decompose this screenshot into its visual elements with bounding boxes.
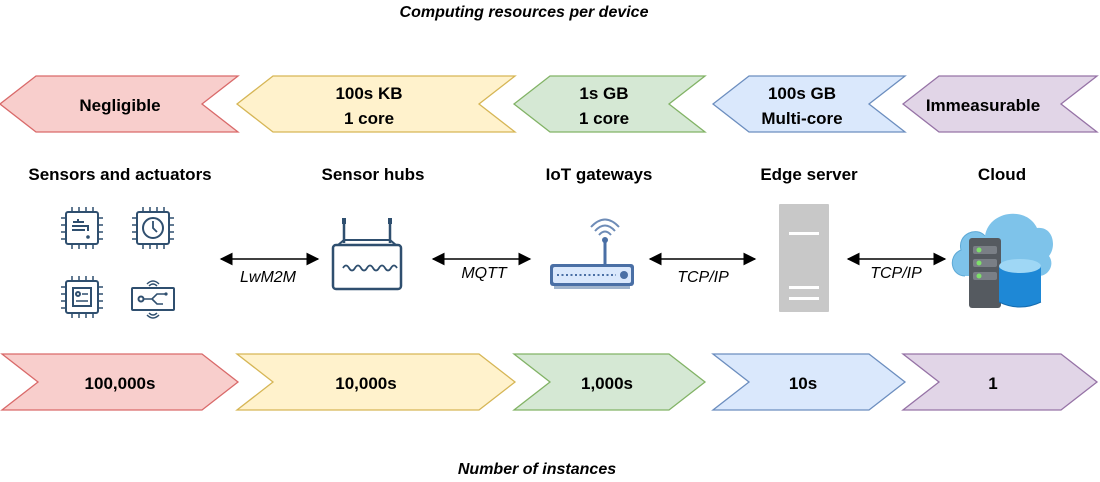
tier-label-iot-gateways: IoT gateways: [546, 165, 653, 184]
resource-chevron-negligible: Negligible: [0, 75, 240, 133]
chevron-shape: [0, 75, 240, 133]
resource-chevron-100s-kb: 100s KB 1 core: [235, 75, 517, 133]
instance-count: 100,000s: [85, 374, 156, 393]
chevron-shape: [901, 75, 1099, 133]
tier-label-sensors: Sensors and actuators: [28, 165, 211, 184]
instance-count: 1: [988, 374, 997, 393]
protocol-label: LwM2M: [240, 269, 297, 286]
tier-label-edge-server: Edge server: [760, 165, 858, 184]
instance-count: 1,000s: [581, 374, 633, 393]
resource-label-line2: 1 core: [579, 109, 629, 128]
resource-chevron-100s-gb: 100s GB Multi-core: [711, 75, 907, 133]
chevron-shape: [711, 75, 907, 133]
resource-label-line2: Multi-core: [761, 109, 842, 128]
chevron-shape: [235, 353, 517, 411]
resource-label-line1: 100s GB: [768, 84, 836, 103]
server-icon: [779, 204, 829, 312]
protocol-label: TCP/IP: [870, 265, 922, 282]
resource-label-line1: 1s GB: [579, 84, 628, 103]
resource-label-line1: Negligible: [79, 96, 160, 115]
protocol-link-tcpip-edge: TCP/IP: [648, 252, 757, 286]
chevron-shape: [235, 75, 517, 133]
chevron-shape: [0, 353, 240, 411]
protocol-label: MQTT: [461, 265, 508, 282]
resource-chevron-immeasurable: Immeasurable: [901, 75, 1099, 133]
faucet-chip-icon: [61, 207, 103, 249]
chevron-shape: [512, 75, 707, 133]
gateway-icon: [550, 218, 634, 289]
tier-label-sensor-hubs: Sensor hubs: [322, 165, 425, 184]
instance-count: 10,000s: [335, 374, 396, 393]
instance-chevron-1000s: 1,000s: [512, 353, 707, 411]
chevron-shape: [901, 353, 1099, 411]
chevron-shape: [512, 353, 707, 411]
protocol-link-tcpip-cloud: TCP/IP: [846, 252, 947, 282]
gauge-chip-icon: [132, 207, 174, 249]
instance-chevron-10000s: 10,000s: [235, 353, 517, 411]
instance-chevron-1: 1: [901, 353, 1099, 411]
resource-label-line2: 1 core: [344, 109, 394, 128]
top-title: Computing resources per device: [400, 4, 649, 21]
instance-chevron-10s: 10s: [711, 353, 907, 411]
circuit-sensor-icon: [131, 280, 175, 319]
resource-label-line1: Immeasurable: [926, 96, 1040, 115]
resource-label-line1: 100s KB: [335, 84, 402, 103]
bottom-title: Number of instances: [458, 461, 616, 478]
tier-label-cloud: Cloud: [978, 165, 1026, 184]
instance-count: 10s: [789, 374, 817, 393]
chevron-shape: [711, 353, 907, 411]
protocol-link-mqtt: MQTT: [431, 252, 532, 282]
cloud-database-icon: [951, 213, 1053, 308]
board-chip-icon: [61, 276, 103, 318]
sensor-chip-icons: [61, 207, 175, 319]
router-icon: [331, 218, 403, 291]
protocol-label: TCP/IP: [677, 269, 729, 286]
instance-chevron-100000s: 100,000s: [0, 353, 240, 411]
protocol-link-lwm2m: LwM2M: [219, 252, 320, 286]
resource-chevron-1s-gb: 1s GB 1 core: [512, 75, 707, 133]
